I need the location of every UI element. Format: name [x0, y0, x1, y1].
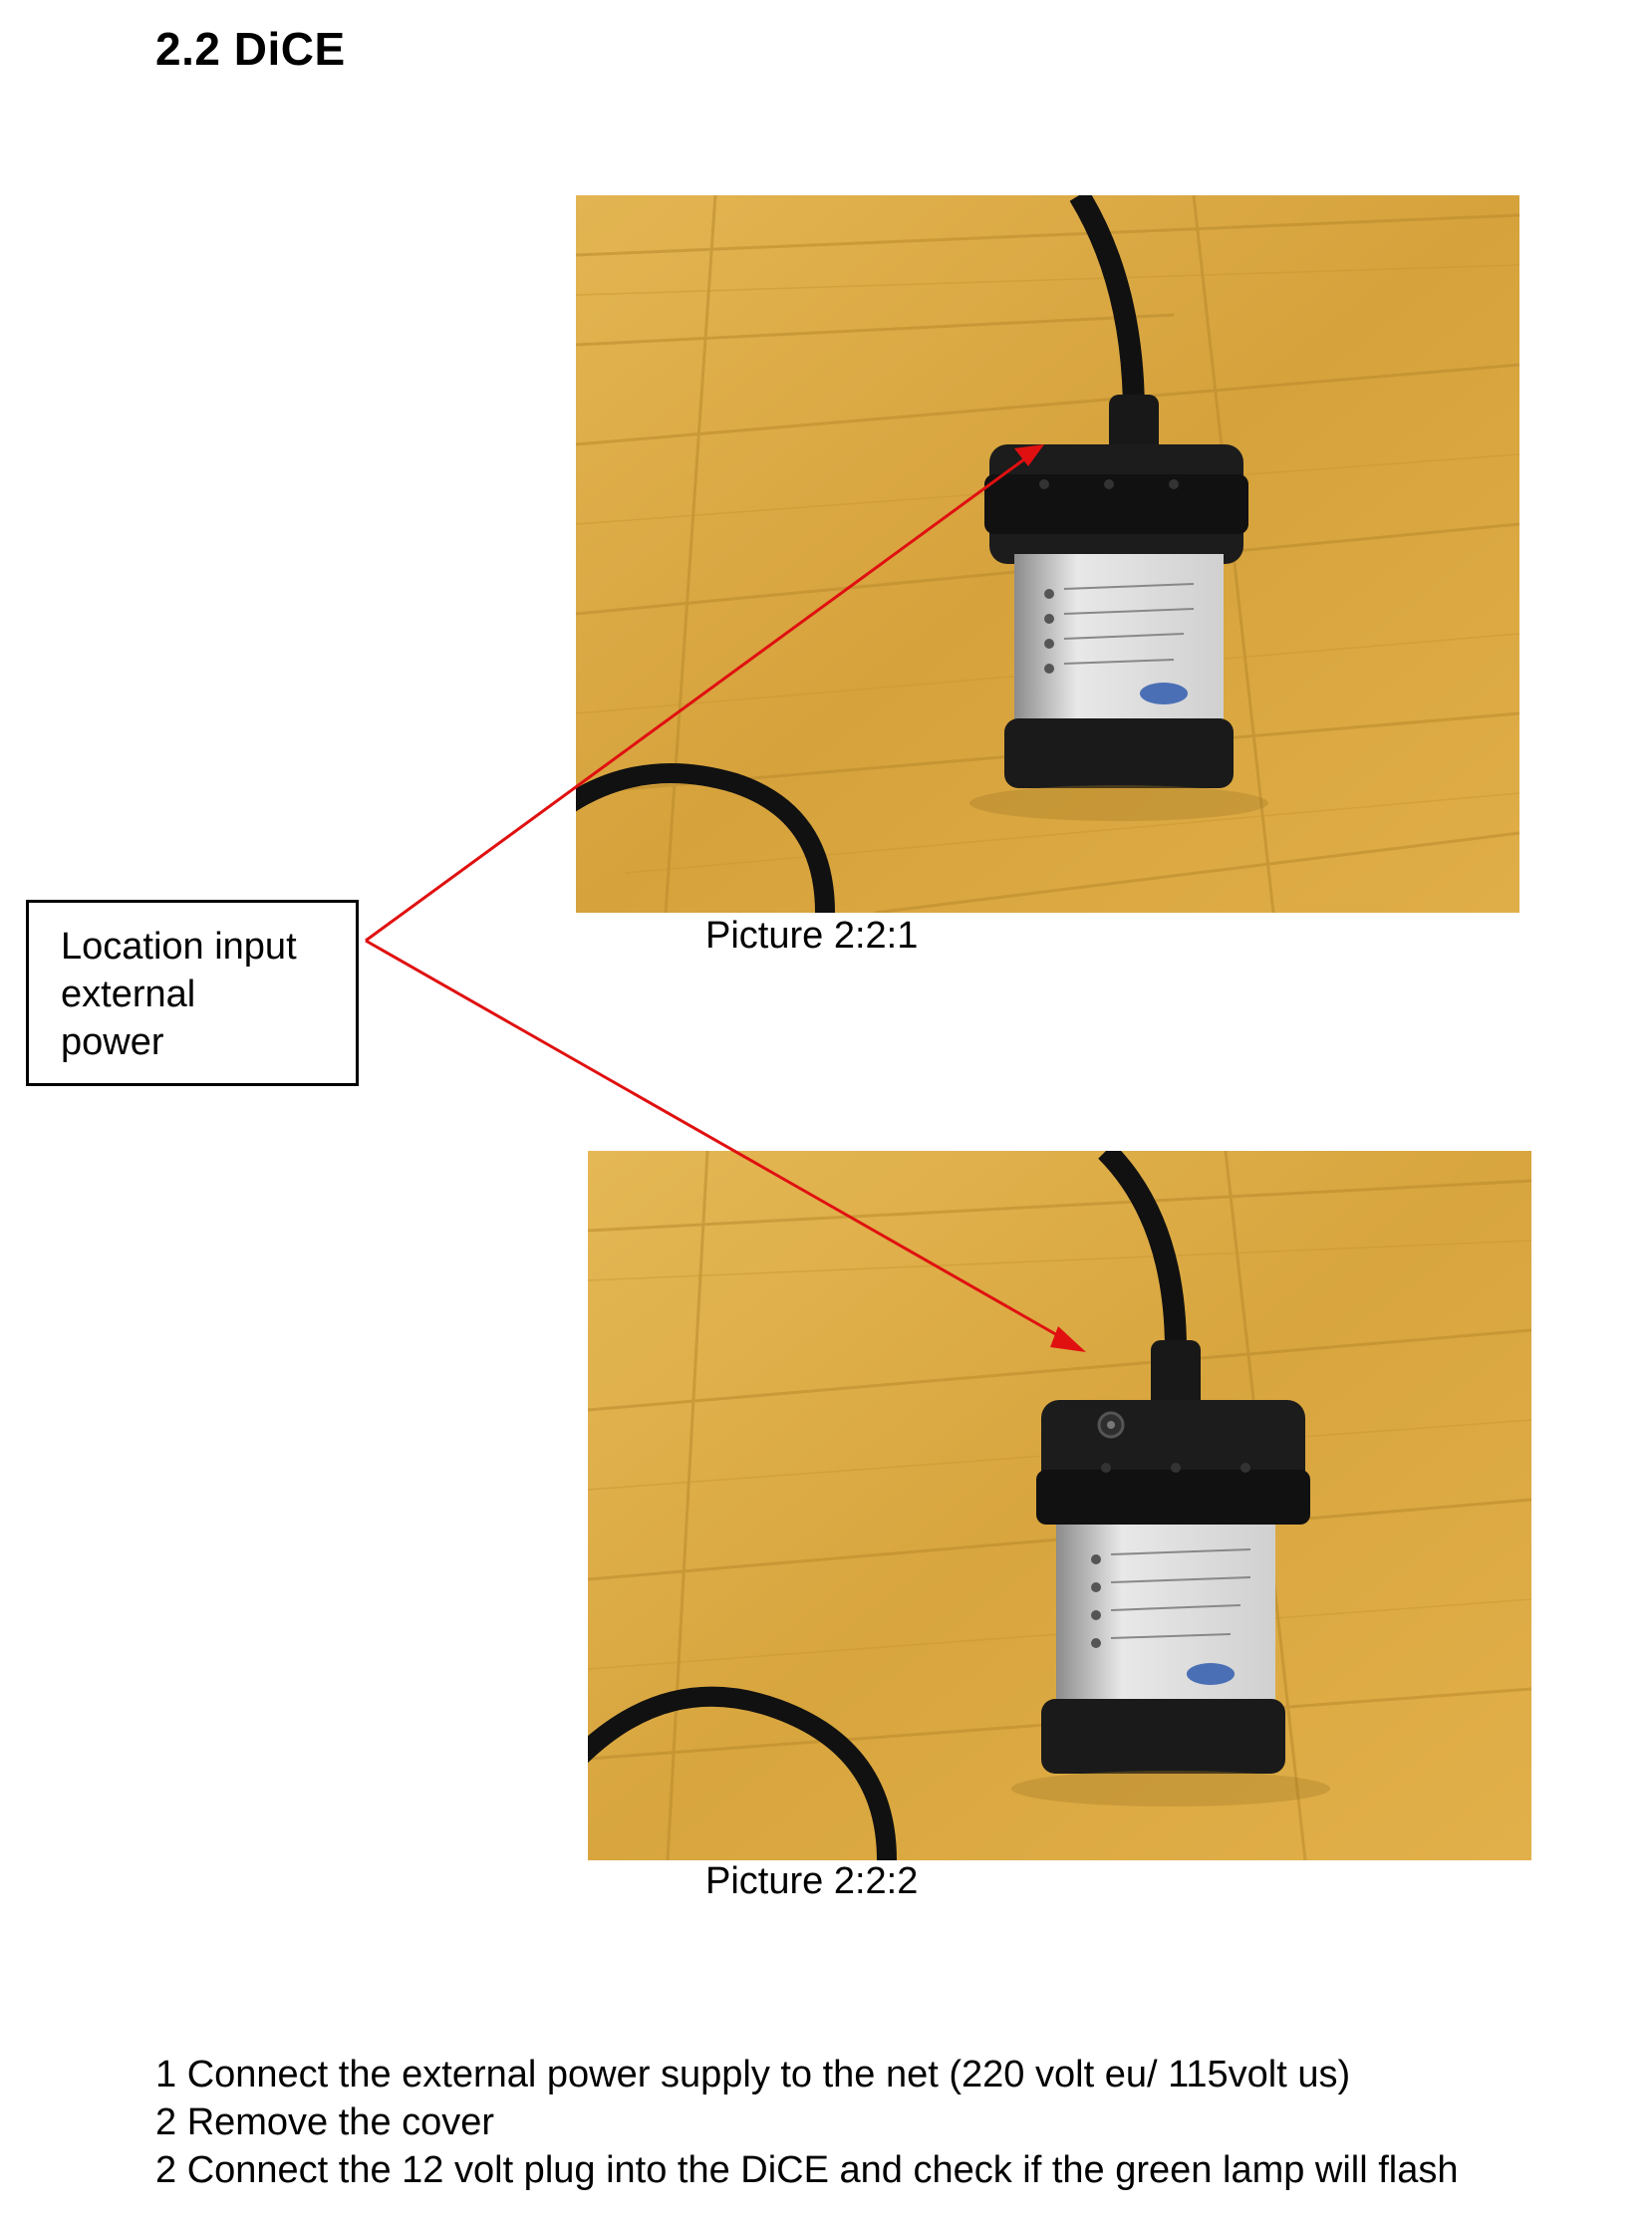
instruction-step: 2 Connect the 12 volt plug into the DiCE…: [155, 2149, 1459, 2191]
picture-caption-1: Picture 2:2:1: [705, 915, 919, 957]
instruction-step: 2 Remove the cover: [155, 2101, 495, 2143]
instruction-list: 1 Connect the external power supply to t…: [155, 2051, 1459, 2194]
instruction-step: 1 Connect the external power supply to t…: [155, 2054, 1351, 2095]
page-heading: 2.2 DiCE: [155, 23, 346, 75]
callout-box: Location input external power: [26, 900, 359, 1086]
device-photo-cover-removed: [588, 1151, 1531, 1860]
picture-caption-2: Picture 2:2:2: [705, 1860, 919, 1902]
callout-label: Location input external power: [61, 926, 297, 1063]
device-photo-cover-on: [576, 195, 1519, 913]
